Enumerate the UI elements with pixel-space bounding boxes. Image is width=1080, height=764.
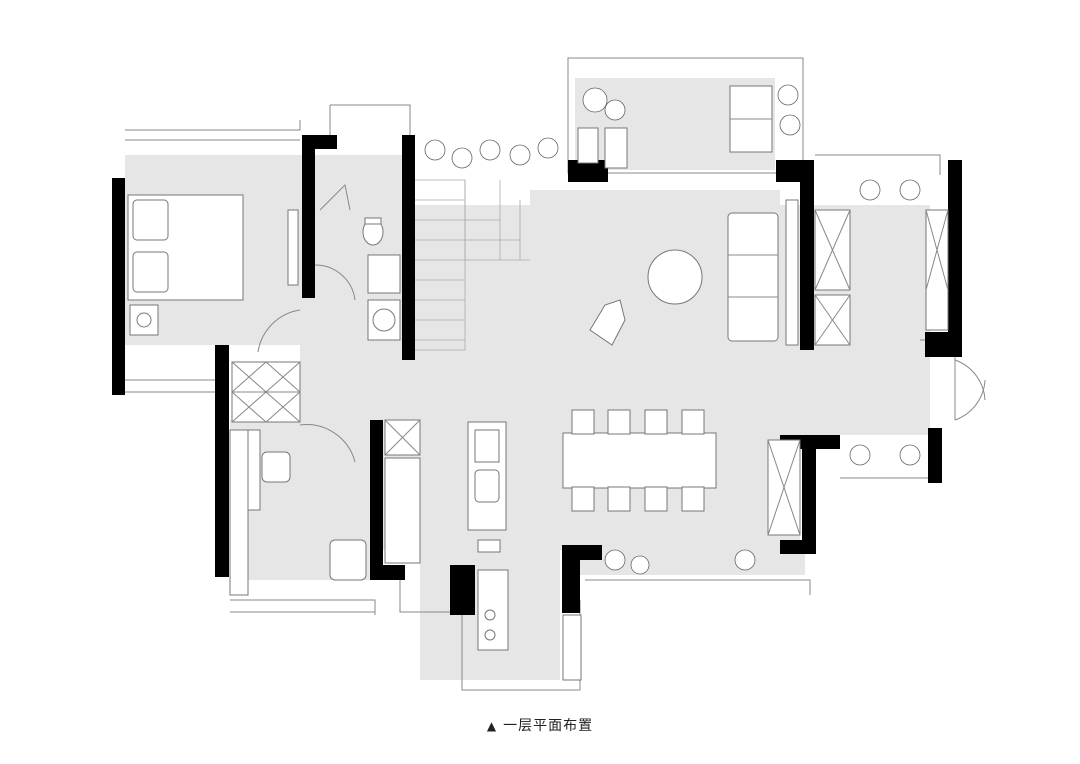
sofa (727, 212, 779, 342)
armchair (261, 451, 291, 483)
walls (112, 135, 962, 615)
lounge-chair (589, 299, 626, 346)
dining-table (562, 432, 717, 489)
bathroom-sink (367, 254, 401, 294)
doors (257, 264, 986, 463)
plants (424, 84, 921, 575)
caption-text: 一层平面布置 (503, 718, 594, 734)
outline-lines (125, 57, 956, 691)
plan-caption: ▲ 一层平面布置 (0, 715, 1080, 735)
furniture (127, 85, 949, 681)
triangle-marker-icon: ▲ (486, 719, 498, 733)
dining-floor-extension (530, 190, 780, 210)
coffee-table (647, 249, 703, 305)
